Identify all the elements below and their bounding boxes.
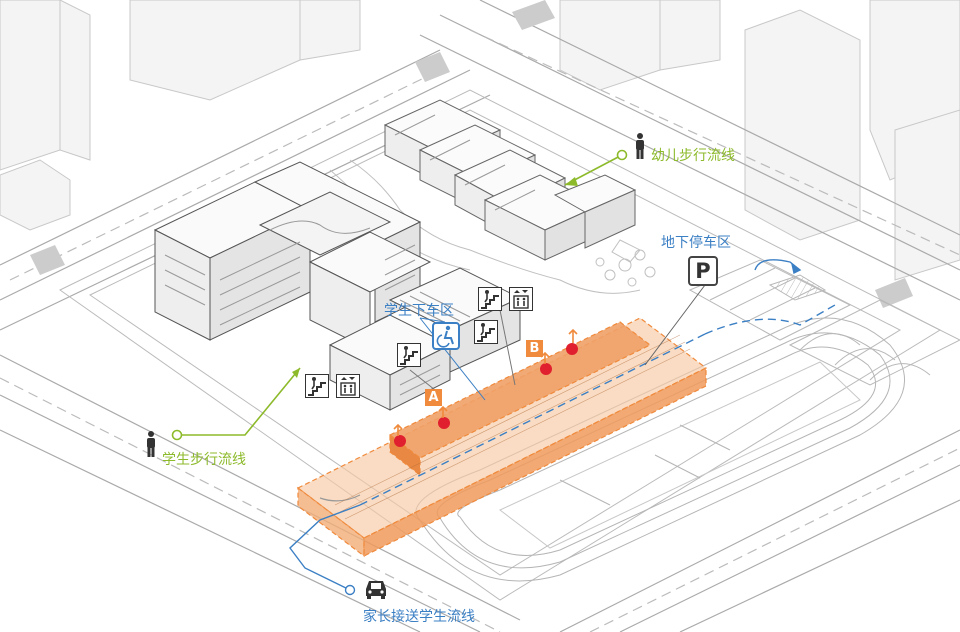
stairs-callout-lines: [409, 309, 516, 391]
parking-lots: [688, 259, 960, 386]
student-walk-flow: [171, 367, 301, 441]
pedestrian-icon: [147, 431, 155, 457]
stairs-icon: [478, 287, 502, 311]
wheelchair-icon: [432, 322, 460, 350]
track-lines: [334, 334, 691, 520]
parking-callout-line: [644, 284, 706, 366]
callout-lines: [419, 317, 486, 401]
kindergarten-flow: [564, 149, 628, 186]
entrance-a-badge: A: [425, 389, 442, 406]
kindergarten-walk-label: 幼儿步行流线: [651, 148, 735, 164]
parent-pickup-label: 家长接送学生流线: [363, 609, 475, 625]
underground-parking-label: 地下停车区: [661, 235, 731, 251]
dropoff-zone-box: [296, 317, 708, 558]
entrance-b-badge: B: [526, 340, 543, 357]
stairs-icon: [474, 320, 498, 344]
car-icon: [366, 581, 386, 599]
stairs-icon: [397, 343, 421, 367]
vehicle-flow: [289, 259, 836, 596]
school-building: [153, 161, 522, 411]
pedestrian-icon: [636, 133, 644, 159]
stairs-icon: [305, 374, 329, 398]
student-walk-label: 学生步行流线: [162, 452, 246, 468]
kindergarten-buildings: [383, 99, 637, 261]
elevator-icon: [509, 287, 533, 311]
parking-icon: P: [688, 256, 718, 286]
elevator-icon: [336, 374, 360, 398]
access-points: [393, 328, 578, 447]
background-buildings: [0, 0, 960, 281]
crosswalks: [30, 0, 913, 308]
student-dropoff-label: 学生下车区: [384, 303, 454, 319]
